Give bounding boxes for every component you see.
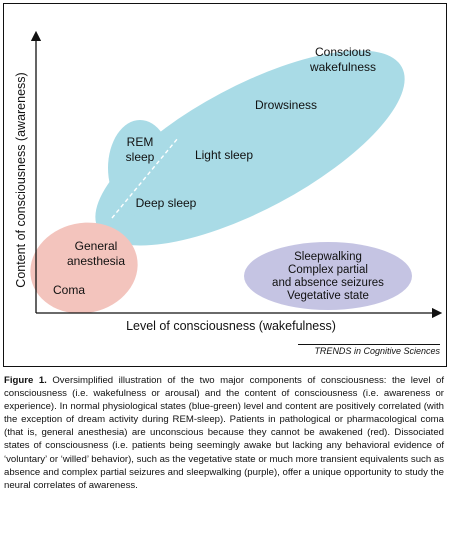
dissociated-states-region [244, 242, 412, 310]
conscious-wakefulness-label-line2: wakefulness [309, 60, 376, 74]
figure-frame [3, 3, 447, 367]
x-axis-label: Level of consciousness (wakefulness) [126, 319, 336, 333]
drowsiness-label: Drowsiness [255, 98, 317, 112]
coma-label: Coma [53, 283, 85, 297]
caption-label: Figure 1. [4, 375, 47, 386]
light-sleep-label: Light sleep [195, 148, 253, 162]
consciousness-diagram: Content of consciousness (awareness) Lev… [14, 30, 443, 333]
general-anesthesia-label-line2: anesthesia [67, 254, 125, 268]
figure-caption: Figure 1. Oversimplified illustration of… [4, 374, 444, 492]
complex-partial-label: Complex partial [288, 264, 368, 276]
sleepwalking-label: Sleepwalking [294, 251, 362, 263]
general-anesthesia-label-line1: General [75, 239, 118, 253]
caption-text: Oversimplified illustration of the two m… [4, 375, 445, 491]
vegetative-state-label: Vegetative state [287, 290, 369, 302]
journal-credit: TRENDS in Cognitive Sciences [298, 344, 440, 356]
deep-sleep-label: Deep sleep [136, 196, 197, 210]
coma-region [30, 222, 138, 314]
normal-states-region [95, 50, 405, 246]
rem-sleep-label-line2: sleep [126, 150, 155, 164]
rem-sleep-label-line1: REM [127, 135, 154, 149]
conscious-wakefulness-label-line1: Conscious [315, 45, 371, 59]
rem-separator-line [111, 137, 179, 219]
rem-sleep-region [108, 120, 172, 216]
absence-seizures-label: and absence seizures [272, 277, 384, 289]
y-axis-label: Content of consciousness (awareness) [14, 72, 28, 287]
